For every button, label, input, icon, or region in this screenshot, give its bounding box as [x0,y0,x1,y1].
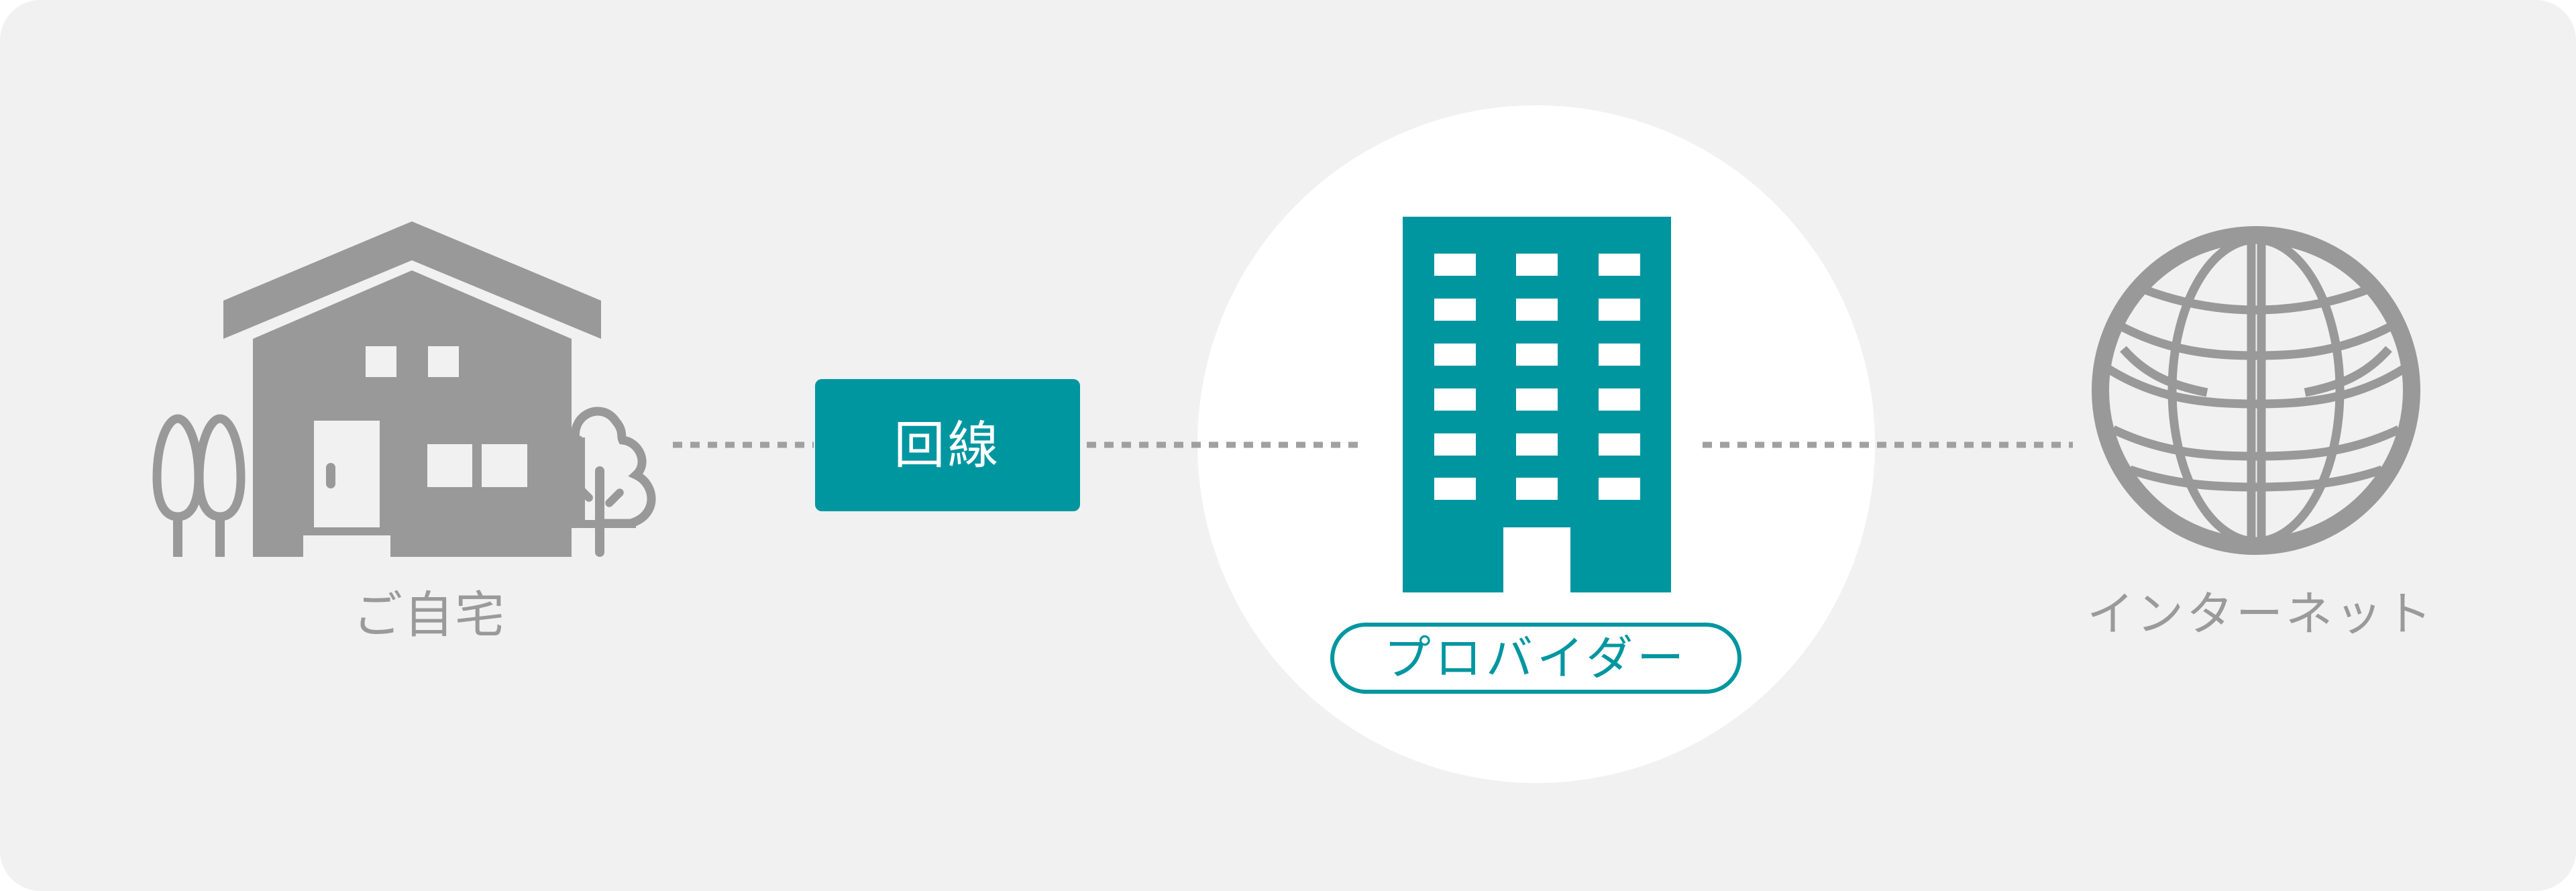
provider-label: プロバイダー [1383,631,1688,686]
line-label: 回線 [894,415,1002,475]
provider-label-pill: プロバイダー [1330,623,1741,694]
office-building-icon [1403,217,1671,593]
home-label: ご自宅 [353,586,506,644]
house-with-trees-icon [152,221,656,561]
internet-label: インターネット [2087,586,2434,641]
line-box: 回線 [815,379,1080,511]
globe-icon [2092,226,2420,555]
